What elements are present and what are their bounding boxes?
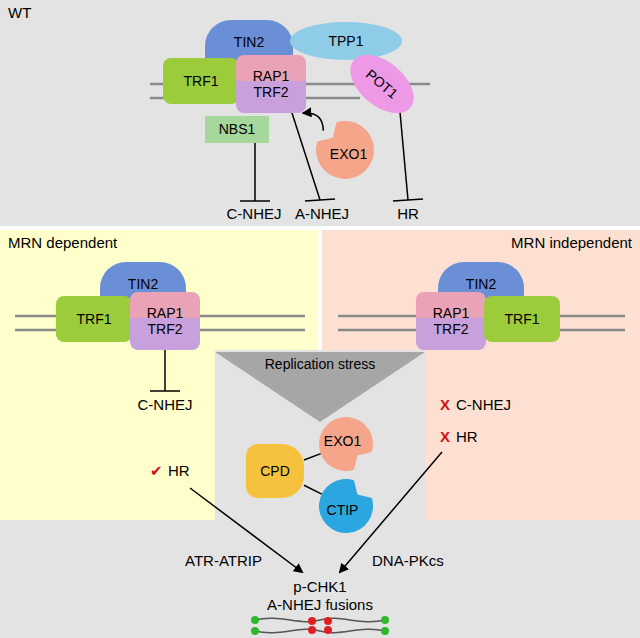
pathway-label: HR (168, 462, 190, 479)
layout-circle (251, 627, 259, 635)
protein-label: NBS1 (219, 121, 256, 137)
protein-label: Replication stress (265, 356, 376, 372)
layout-circle (251, 616, 259, 624)
protein-label: POT1 (363, 66, 401, 102)
layout-circle (324, 617, 332, 625)
protein-label: RAP1 TRF2 (253, 68, 290, 100)
rap1-trf2-protein: RAP1 TRF2 (130, 292, 200, 350)
connector (304, 485, 322, 494)
layout-line (240, 200, 270, 202)
replication-stress-triangle: Replication stress (215, 352, 425, 422)
pathway-label: A-NHEJ (295, 205, 349, 222)
protein-label: CTIP (327, 501, 359, 517)
pathway-label: X (440, 396, 450, 413)
protein-label: EXO1 (324, 432, 361, 448)
panel-heading: MRN independent (511, 234, 632, 251)
tpp1-protein: TPP1 (290, 22, 402, 60)
trf1-protein: TRF1 (163, 58, 239, 104)
pacman-body (316, 121, 374, 179)
protein-label: EXO1 (330, 145, 367, 161)
cpd-complex: CPD (246, 444, 304, 498)
protein-label: RAP1 TRF2 (433, 305, 470, 337)
pathway-label: ATR-ATRIP (185, 552, 262, 569)
wt-panel: WT TIN2 TPP1TRF1 RAP1 TRF2 POT1NBS1EXO1 (0, 0, 640, 226)
connector (304, 454, 321, 460)
protein-label: TRF1 (184, 73, 219, 89)
trf1-protein: TRF1 (484, 296, 560, 342)
pathway-label: ✔ (150, 462, 163, 479)
protein-label: TRF1 (505, 311, 540, 327)
pacman-body (319, 479, 373, 533)
pathway-label: HR (397, 205, 419, 222)
pathway-label: HR (456, 428, 478, 445)
ctip-protein: CTIP (318, 478, 374, 534)
pathway-label: DNA-PKcs (372, 552, 444, 569)
pacman-body (319, 417, 373, 471)
protein-label: TPP1 (328, 33, 363, 49)
layout-line (254, 143, 256, 201)
layout-circle (324, 626, 332, 634)
pathway-label: X (440, 428, 450, 445)
protein-label: RAP1 TRF2 (147, 305, 184, 337)
protein-label: TIN2 (234, 34, 264, 50)
protein-label: CPD (260, 463, 290, 479)
pathway-label: C-NHEJ (456, 396, 511, 413)
layout-line (150, 390, 180, 392)
pathway-label: A-NHEJ fusions (267, 596, 373, 613)
panel-heading: MRN dependent (8, 234, 117, 251)
triangle-body (215, 352, 425, 422)
layout-circle (381, 627, 389, 635)
rap1-trf2-protein: RAP1 TRF2 (236, 55, 306, 113)
nbs1-protein: NBS1 (205, 116, 269, 143)
layout-path (255, 618, 385, 621)
exo1-protein: EXO1 (315, 120, 375, 180)
pathway-label: p-CHK1 (293, 578, 346, 595)
layout-circle (308, 617, 316, 625)
fusion-chromosomes (251, 616, 389, 635)
pathway-label: C-NHEJ (227, 205, 282, 222)
protein-label: TRF1 (77, 311, 112, 327)
exo1-protein: EXO1 (318, 416, 374, 472)
protein-label: TIN2 (466, 276, 496, 292)
layout-path (255, 629, 385, 632)
layout-circle (308, 626, 316, 634)
protein-label: TIN2 (128, 276, 158, 292)
trf1-protein: TRF1 (56, 296, 132, 342)
panel-heading: WT (8, 4, 31, 21)
rap1-trf2-protein: RAP1 TRF2 (416, 292, 486, 350)
pathway-label: C-NHEJ (138, 396, 193, 413)
layout-line (164, 350, 166, 391)
layout-circle (381, 616, 389, 624)
